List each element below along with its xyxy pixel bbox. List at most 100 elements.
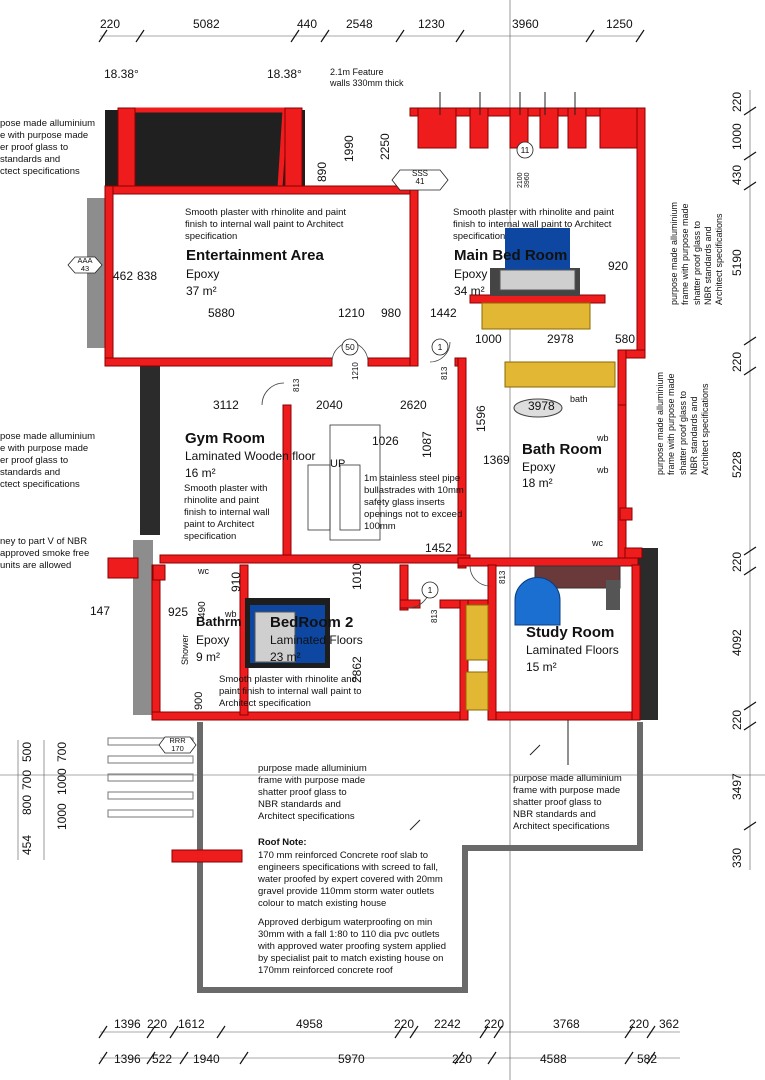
stair xyxy=(307,424,381,541)
dim-3978: 3978 xyxy=(528,399,555,413)
dim-813-c: 813 xyxy=(430,609,439,623)
right-dim-220-d: 220 xyxy=(730,709,744,730)
bathtub xyxy=(513,398,563,418)
rrr-marker: RRR 170 xyxy=(169,736,186,753)
top-dim-6: 3960 xyxy=(512,17,539,31)
bottom-dim-2-4: 5970 xyxy=(338,1052,365,1066)
dim-2978: 2978 xyxy=(547,332,574,346)
wb-label-3: wb xyxy=(225,609,237,619)
dim-147: 147 xyxy=(90,604,111,618)
dim-1000: 1000 xyxy=(475,332,502,346)
dim-1369: 1369 xyxy=(483,453,510,467)
left-dim-700-b: 700 xyxy=(20,769,34,790)
gym-name: Gym Room xyxy=(185,430,266,447)
bedroom2-bed xyxy=(245,598,330,668)
bathrm-area: 9 m² xyxy=(196,650,220,664)
dim-838: 838 xyxy=(137,269,158,283)
bath-name: Bath Room xyxy=(522,441,602,458)
section-marker-1a: 1 xyxy=(437,342,443,352)
main-bed-furniture xyxy=(469,228,616,388)
dim-1990: 1990 xyxy=(342,135,356,162)
bath-area: 18 m² xyxy=(522,476,553,490)
dim-1210-vertical: 1210 xyxy=(351,362,360,380)
dim-5880: 5880 xyxy=(208,306,235,320)
bath-floor: Epoxy xyxy=(522,460,556,474)
top-dim-1: 220 xyxy=(100,17,121,31)
dim-1210: 1210 xyxy=(338,306,365,320)
bedroom2-floor: Laminated Floors xyxy=(270,633,363,647)
wc-label-2: wc xyxy=(198,566,209,576)
bottom-dim-1-3: 1612 xyxy=(178,1017,205,1031)
dim-925: 925 xyxy=(168,605,189,619)
right-dim-1000: 1000 xyxy=(730,123,744,150)
right-window-note-2: purpose made alluminium frame with purpo… xyxy=(655,371,710,475)
dim-2250: 2250 xyxy=(378,133,392,160)
bedroom2-note: Smooth plaster with rhinolite and paint … xyxy=(219,674,362,709)
dim-2862: 2862 xyxy=(350,656,364,683)
dim-1452: 1452 xyxy=(425,541,452,555)
top-dim-3: 440 xyxy=(297,17,318,31)
left-grey-strip-2 xyxy=(133,540,153,715)
bottom-dim-1-1: 1396 xyxy=(114,1017,141,1031)
entertainment-name: Entertainment Area xyxy=(186,247,324,264)
top-dim-4: 2548 xyxy=(346,17,373,31)
roof-note-title: Roof Note: xyxy=(258,837,307,848)
study-floor: Laminated Floors xyxy=(526,643,619,657)
roof-note-1: 170 mm reinforced Concrete roof slab to … xyxy=(258,850,443,909)
entertainment-note: Smooth plaster with rhinolite and paint … xyxy=(185,207,347,242)
sss-marker: SSS 41 xyxy=(411,169,428,187)
cupboard-1 xyxy=(465,604,489,661)
dim-890: 890 xyxy=(315,161,329,182)
bottom-dim-2-3: 1940 xyxy=(193,1052,220,1066)
wb-label-2: wb xyxy=(597,465,609,475)
bottom-dim-2-7: 582 xyxy=(637,1052,658,1066)
left-dim-500: 500 xyxy=(20,741,34,762)
dim-490: 490 xyxy=(197,601,208,618)
dim-1010: 1010 xyxy=(350,563,364,590)
dim-1442: 1442 xyxy=(430,306,457,320)
bedroom2-name: BedRoom 2 xyxy=(270,614,354,631)
top-dim-7: 1250 xyxy=(606,17,633,31)
bottom-dim-1-10: 362 xyxy=(659,1017,680,1031)
bottom-dim-2-2: 522 xyxy=(152,1052,173,1066)
study-furniture xyxy=(514,565,621,626)
left-dim-1000-b: 1000 xyxy=(55,803,69,830)
roof-angle-right: 18.38° xyxy=(267,67,302,81)
right-window-note-1: purpose made alluminium frame with purpo… xyxy=(669,201,724,305)
top-dim-5: 1230 xyxy=(418,17,445,31)
dim-1087: 1087 xyxy=(420,431,434,458)
bottom-dim-1-5: 220 xyxy=(394,1017,415,1031)
dim-813-b: 813 xyxy=(440,366,449,380)
roof-note-2: Approved derbigum waterproofing on min 3… xyxy=(258,917,446,976)
left-dim-700-a: 700 xyxy=(55,741,69,762)
bottom-dim-2-6: 4588 xyxy=(540,1052,567,1066)
right-dim-220-c: 220 xyxy=(730,551,744,572)
right-dim-220-a: 220 xyxy=(730,91,744,112)
shower-label: Shower xyxy=(180,634,190,665)
leader-arrows xyxy=(409,92,576,831)
main-bed-name: Main Bed Room xyxy=(454,247,568,264)
dim-2620: 2620 xyxy=(400,398,427,412)
section-marker-11: 11 xyxy=(520,145,530,155)
stair-balustrade-note: 1m stainless steel pipe bullastrades wit… xyxy=(364,473,464,532)
terrace-window-note-right: purpose made alluminium frame with purpo… xyxy=(513,773,622,832)
dim-910: 910 xyxy=(229,571,243,592)
dimension-ticks xyxy=(98,29,757,1065)
right-dim-430: 430 xyxy=(730,164,744,185)
entertainment-area: 37 m² xyxy=(186,284,217,298)
main-bed-area: 34 m² xyxy=(454,284,485,298)
walls xyxy=(104,107,646,863)
terrace-window-note-left: purpose made alluminium frame with purpo… xyxy=(258,763,367,822)
dim-813-d: 813 xyxy=(498,570,507,584)
right-dim-5228: 5228 xyxy=(730,451,744,478)
bottom-dim-1-2: 220 xyxy=(147,1017,168,1031)
section-marker-50: 50 xyxy=(345,342,355,352)
right-dim-330: 330 xyxy=(730,847,744,868)
bottom-dim-1-6: 2242 xyxy=(434,1017,461,1031)
left-dim-454: 454 xyxy=(20,834,34,855)
main-bed-note: Smooth plaster with rhinolite and paint … xyxy=(453,207,615,242)
left-smoke-note: ney to part V of NBR approved smoke free… xyxy=(0,536,90,571)
feature-wall-note: 2.1m Feature walls 330mm thick xyxy=(330,67,404,89)
